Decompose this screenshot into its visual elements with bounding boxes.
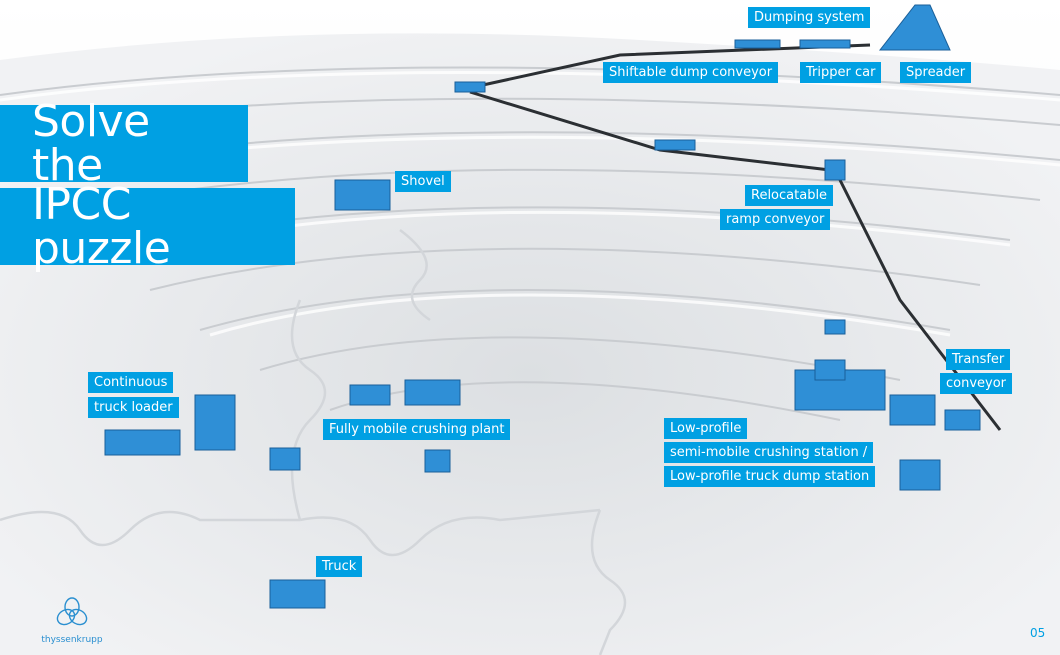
label-transfer-line-2: conveyor xyxy=(940,373,1013,394)
label-fully-mobile-crushing-plant: Fully mobile crushing plant xyxy=(323,419,511,440)
label-relocatable-line-1: Relocatable xyxy=(745,185,834,206)
thyssenkrupp-logo-icon xyxy=(56,597,88,626)
page-number: 05 xyxy=(1030,626,1046,640)
label-transfer-line-1: Transfer xyxy=(946,349,1011,370)
label-shiftable-dump-conveyor: Shiftable dump conveyor xyxy=(603,62,779,83)
label-spreader: Spreader xyxy=(900,62,972,83)
title-line-2: IPCC puzzle xyxy=(0,182,295,270)
brand-logo: thyssenkrupp xyxy=(32,596,112,645)
brand-name: thyssenkrupp xyxy=(41,635,103,645)
label-continuous-line-1: Continuous xyxy=(88,372,174,393)
label-low-profile-line-1: Low-profile xyxy=(664,418,748,439)
label-tripper-car: Tripper car xyxy=(800,62,882,83)
title-line-1: Solve the xyxy=(0,99,248,187)
label-continuous-line-2: truck loader xyxy=(88,397,179,418)
label-low-profile-line-3: Low-profile truck dump station xyxy=(664,466,876,487)
label-low-profile-line-2: semi-mobile crushing station / xyxy=(664,442,874,463)
label-truck: Truck xyxy=(316,556,363,577)
label-relocatable-line-2: ramp conveyor xyxy=(720,209,831,230)
label-dumping-system: Dumping system xyxy=(748,7,871,28)
label-shovel: Shovel xyxy=(395,171,451,192)
